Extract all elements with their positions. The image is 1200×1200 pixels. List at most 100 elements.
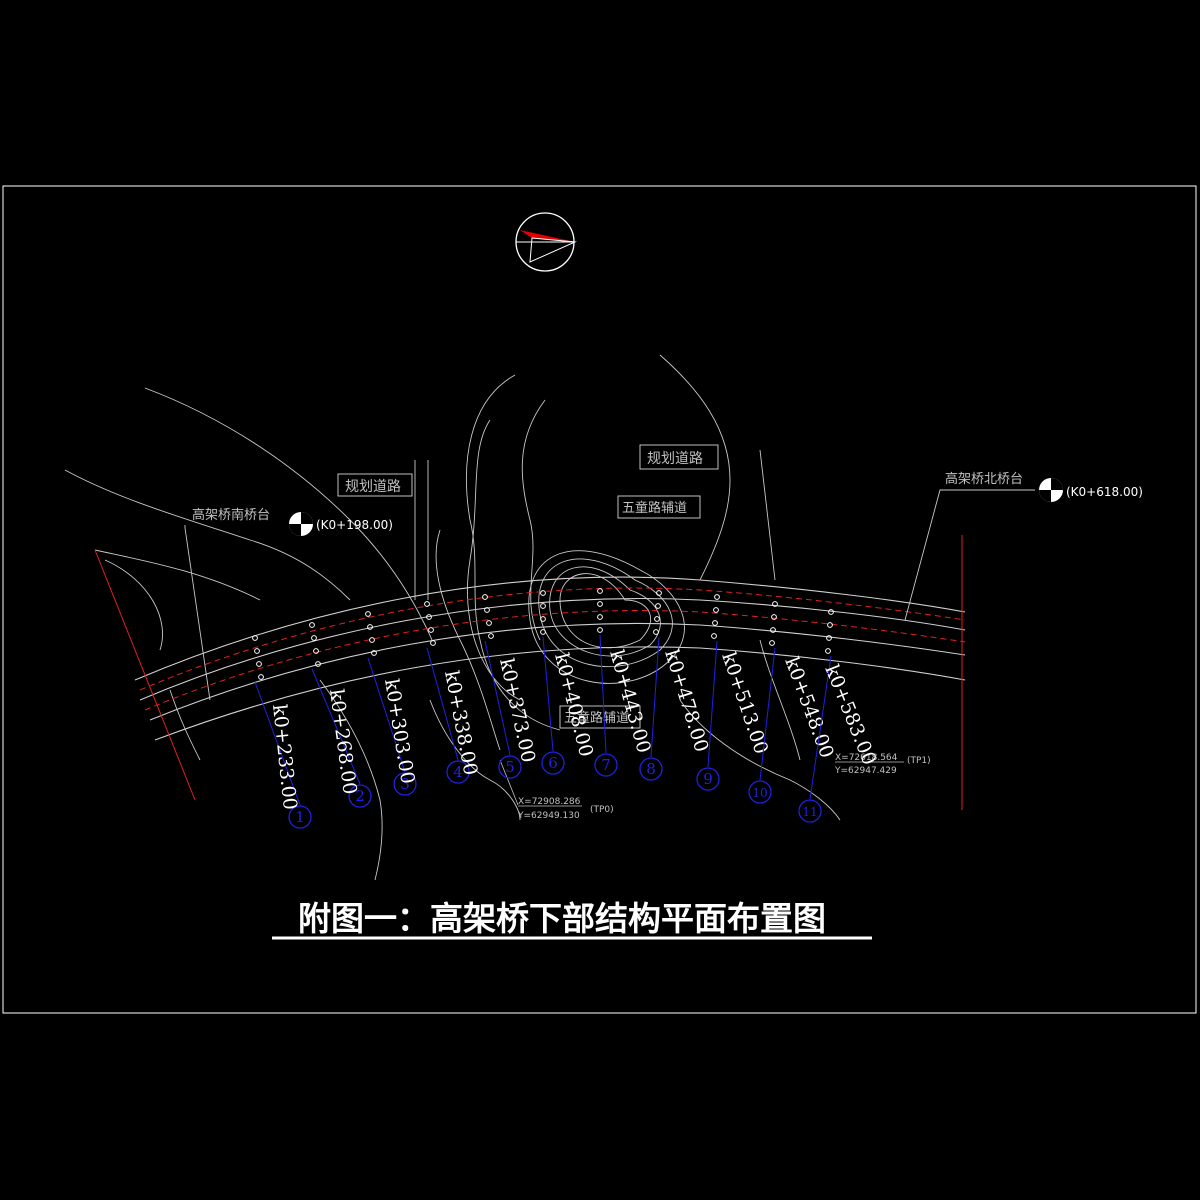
pile-marker [597, 627, 603, 633]
pile-marker [369, 637, 375, 643]
north-abutment-label: 高架桥北桥台 [945, 471, 1023, 487]
pier-number-circle [541, 751, 565, 775]
pile-marker [315, 661, 321, 667]
pile-marker [597, 588, 603, 594]
pier-number: 5 [505, 758, 515, 776]
pile-marker [254, 648, 260, 654]
tp1-y: Y=62947.429 [834, 766, 897, 776]
road-label-3: 五童路辅道 [622, 500, 687, 516]
south-abutment-leader [184, 525, 211, 701]
pile-marker [770, 627, 776, 633]
terrain-contours [64, 354, 841, 881]
pile-marker [654, 616, 660, 622]
pile-marker [826, 635, 832, 641]
road-label-2: 规划道路 [647, 451, 703, 467]
pile-marker [771, 614, 777, 620]
pile-marker [486, 620, 492, 626]
pile-marker [367, 624, 373, 630]
tp1-x: X=72618.564 [835, 753, 898, 763]
pier-number: 8 [646, 760, 656, 778]
road-label-box-2 [639, 444, 719, 470]
pier-7: 7k0+443.00 [594, 588, 655, 777]
pile-marker [655, 603, 661, 609]
pier-leader-line [311, 668, 361, 785]
pile-marker [653, 629, 659, 635]
pile-marker [540, 590, 546, 596]
pile-marker [597, 614, 603, 620]
pier-leader-line [650, 636, 660, 758]
pier-number: 1 [295, 808, 305, 826]
bridge-deck [134, 576, 966, 741]
drawing-frame [2, 185, 1197, 1014]
pier-number: 6 [548, 754, 558, 772]
pier-number: 4 [453, 763, 463, 781]
north-arrow-icon [515, 212, 577, 272]
pier-number-circle [393, 772, 417, 796]
pile-marker [713, 607, 719, 613]
pier-leader-line [809, 655, 832, 800]
pier-5: 5k0+373.00 [482, 594, 539, 779]
pier-9: 9k0+513.00 [696, 594, 772, 791]
south-abutment-chainage: (K0+198.00) [316, 518, 393, 532]
road-label-1: 规划道路 [345, 479, 401, 495]
pier-leader-line [426, 647, 459, 761]
pier-3: 3k0+303.00 [365, 611, 419, 796]
tp0-x: X=72908.286 [518, 797, 581, 807]
north-abutment-chainage: (K0+618.00) [1066, 485, 1143, 499]
pier-leader-line [484, 640, 511, 756]
pile-marker [256, 661, 262, 667]
pile-marker [828, 609, 834, 615]
pier-leader-line [759, 647, 776, 781]
pier-chainage-label: k0+408.00 [550, 651, 597, 759]
pile-marker [714, 594, 720, 600]
pile-marker [597, 601, 603, 607]
pier-chainage-label: k0+303.00 [380, 677, 419, 785]
pier-number-circle [639, 757, 663, 781]
pier-number-circle [348, 784, 372, 808]
pier-number: 10 [752, 786, 767, 800]
road-label-box-4 [559, 705, 641, 729]
road-label-4: 五童路辅道 [564, 710, 629, 726]
pier-1: 1k0+233.00 [252, 635, 312, 829]
pier-leader-line [599, 634, 607, 754]
pier-number-circle [696, 767, 720, 791]
pile-marker [540, 603, 546, 609]
pier-chainage-label: k0+373.00 [495, 656, 539, 764]
pile-marker [482, 594, 488, 600]
pile-marker [488, 633, 494, 639]
tp1-tag: (TP1) [907, 756, 931, 766]
pile-marker [426, 614, 432, 620]
pier-chainage-label: k0+443.00 [605, 647, 655, 755]
pile-marker [540, 616, 546, 622]
pile-marker [827, 622, 833, 628]
pier-number-circle [288, 805, 312, 829]
pier-number: 11 [802, 805, 817, 819]
pier-number: 2 [355, 787, 365, 805]
pile-marker [772, 601, 778, 607]
pier-chainage-label: k0+478.00 [660, 647, 712, 755]
drawing-title: 附图一：高架桥下部结构平面布置图 [298, 899, 826, 938]
pile-marker [371, 650, 377, 656]
pile-marker [309, 622, 315, 628]
control-point-tp1: X=72618.564 Y=62947.429 (TP1) [834, 753, 931, 776]
pier-leader-line [542, 636, 554, 752]
pile-marker [424, 601, 430, 607]
pile-marker [656, 590, 662, 596]
centerline [139, 587, 966, 711]
pier-number-circle [798, 799, 822, 823]
pier-leader-line [707, 640, 718, 768]
road-label-box-1 [337, 473, 413, 497]
pile-marker [365, 611, 371, 617]
south-abutment-marker [289, 512, 313, 536]
pier-number-circle [748, 780, 772, 804]
pier-leader-line [254, 681, 301, 806]
pier-number-circle [594, 753, 618, 777]
pier-4: 4k0+338.00 [424, 601, 482, 784]
pile-marker [825, 648, 831, 654]
north-abutment-leader [904, 489, 1035, 621]
pile-marker [313, 648, 319, 654]
south-abutment-label: 高架桥南桥台 [192, 507, 270, 523]
pile-marker [712, 620, 718, 626]
pile-marker [484, 607, 490, 613]
